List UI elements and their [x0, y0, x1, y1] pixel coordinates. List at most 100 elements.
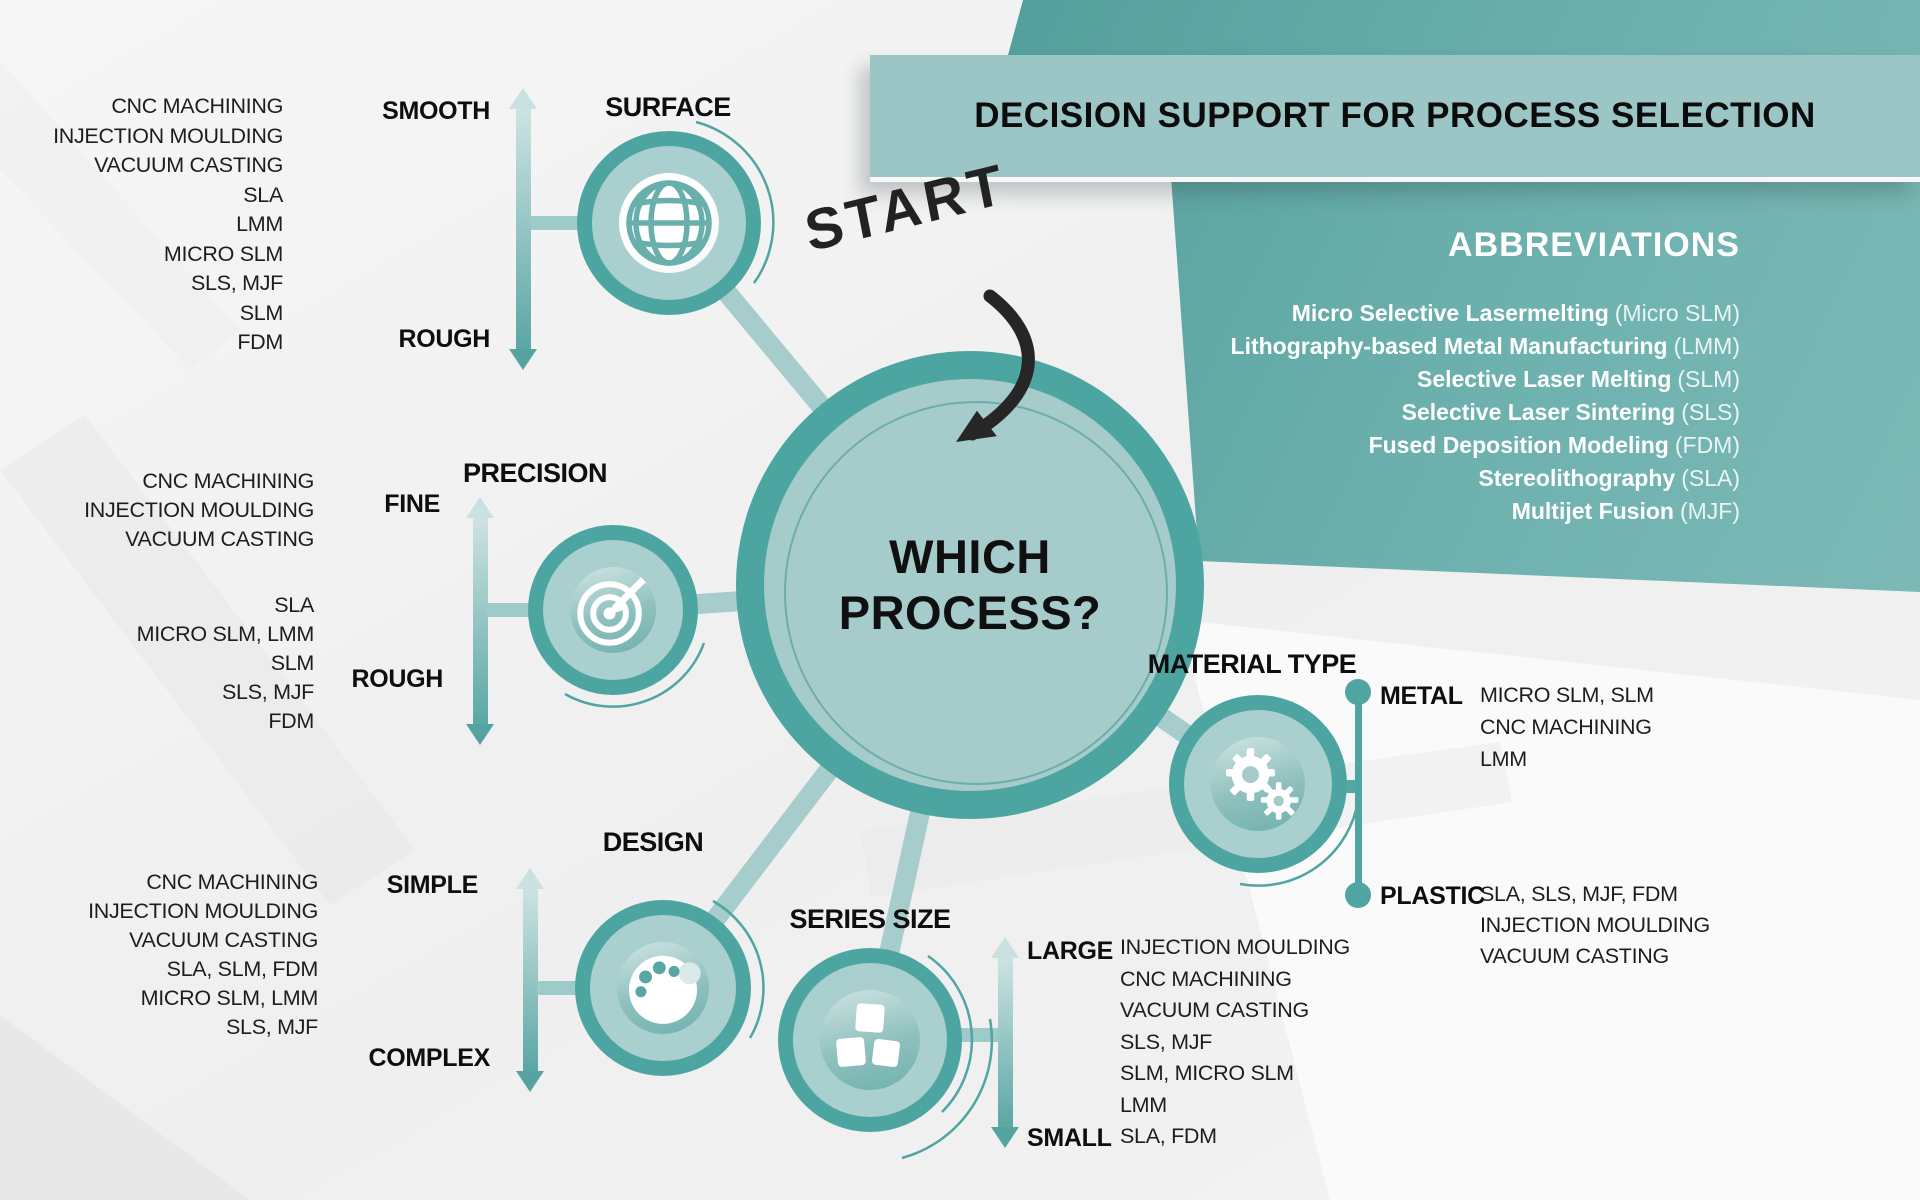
series-size-node: [778, 948, 962, 1132]
precision-arrow-connector: [487, 603, 532, 617]
list-item: SLS, MJF: [191, 271, 283, 295]
list-item: INJECTION MOULDING: [1120, 935, 1350, 959]
precision-rough-label: ROUGH: [351, 665, 443, 693]
arrow-up-icon: [991, 937, 1019, 958]
list-item: CNC MACHINING: [146, 870, 318, 894]
list-item: LMM: [1480, 747, 1527, 771]
series-scale-arrow: [990, 937, 1020, 1148]
plastic-bullet: [1345, 882, 1371, 908]
list-item: INJECTION MOULDING: [88, 899, 318, 923]
arrow-down-icon: [509, 349, 537, 370]
material-line: [1355, 692, 1362, 895]
arrow-down-icon: [516, 1071, 544, 1092]
background-shape: [0, 1015, 250, 1200]
precision-rough-list: SLA MICRO SLM, LMM SLM SLS, MJF FDM: [136, 591, 315, 736]
surface-process-list: CNC MACHINING INJECTION MOULDING VACUUM …: [53, 92, 283, 358]
list-item: SLA, SLM, FDM: [166, 957, 319, 981]
arrow-down-icon: [991, 1127, 1019, 1148]
globe-icon: [626, 180, 712, 266]
list-item: SLA, FDM: [1120, 1124, 1217, 1148]
list-item: FDM: [237, 330, 283, 354]
list-item: VACUUM CASTING: [1480, 944, 1669, 968]
surface-scale-arrow: [508, 88, 538, 370]
precision-scale-arrow: [465, 497, 495, 745]
design-process-list: CNC MACHINING INJECTION MOULDING VACUUM …: [88, 868, 318, 1042]
design-title: DESIGN: [602, 827, 704, 857]
precision-fine-label: FINE: [384, 490, 440, 518]
target-icon: [577, 567, 656, 646]
precision-title: PRECISION: [462, 458, 608, 488]
page-title: DECISION SUPPORT FOR PROCESS SELECTION: [974, 96, 1816, 135]
list-item: INJECTION MOULDING: [1480, 913, 1710, 937]
metal-bullet: [1345, 679, 1371, 705]
material-plastic-label: PLASTIC: [1380, 882, 1485, 910]
design-simple-label: SIMPLE: [386, 871, 479, 899]
list-item: MICRO SLM, LMM: [136, 622, 315, 646]
abbreviation-item: Fused Deposition Modeling(FDM): [1368, 432, 1740, 458]
list-item: INJECTION MOULDING: [84, 498, 314, 522]
series-large-label: LARGE: [1027, 937, 1114, 965]
material-type-title: MATERIAL TYPE: [1147, 649, 1357, 679]
list-item: SLM, MICRO SLM: [1120, 1061, 1294, 1085]
list-item: LMM: [236, 212, 283, 236]
material-metal-label: METAL: [1380, 682, 1463, 710]
surface-smooth-label: SMOOTH: [382, 97, 490, 125]
list-item: INJECTION MOULDING: [53, 123, 283, 148]
precision-fine-list: CNC MACHINING INJECTION MOULDING VACUUM …: [84, 467, 314, 554]
list-item: SLS, MJF: [222, 680, 314, 704]
design-scale-arrow: [515, 868, 545, 1092]
list-item: VACUUM CASTING: [125, 527, 314, 551]
list-item: CNC MACHINING: [1120, 966, 1292, 991]
list-item: SLM: [270, 651, 315, 675]
abbreviation-item: Stereolithography(SLA): [1478, 465, 1740, 491]
list-item: VACUUM CASTING: [1120, 998, 1309, 1022]
series-process-list: INJECTION MOULDING CNC MACHINING VACUUM …: [1120, 932, 1350, 1153]
plastic-process-list: SLA, SLS, MJF, FDM INJECTION MOULDING VA…: [1480, 879, 1710, 972]
list-item: VACUUM CASTING: [94, 153, 283, 177]
metal-process-list: MICRO SLM, SLM CNC MACHINING LMM: [1480, 679, 1654, 775]
series-size-title: SERIES SIZE: [789, 904, 951, 934]
list-item: SLA, SLS, MJF, FDM: [1480, 882, 1678, 906]
abbreviations-title: ABBREVIATIONS: [1448, 226, 1740, 264]
design-complex-label: COMPLEX: [368, 1044, 490, 1072]
list-item: SLA: [243, 182, 283, 207]
abbreviations-list: Micro Selective Lasermelting(Micro SLM) …: [1231, 297, 1740, 528]
cubes-icon: [836, 1003, 901, 1068]
arrow-down-icon: [466, 724, 494, 745]
surface-rough-label: ROUGH: [398, 325, 490, 353]
surface-node: [577, 131, 761, 315]
background-shape: [0, 60, 240, 370]
background-shape: [0, 415, 415, 905]
list-item: SLA: [274, 593, 314, 617]
abbreviation-item: Selective Laser Melting(SLM): [1416, 366, 1740, 392]
design-arrow-connector: [537, 981, 582, 995]
arrow-up-icon: [466, 497, 494, 518]
list-item: CNC MACHINING: [1480, 715, 1652, 739]
list-item: LMM: [1120, 1092, 1167, 1117]
header-banner: DECISION SUPPORT FOR PROCESS SELECTION: [870, 55, 1920, 182]
series-small-label: SMALL: [1027, 1124, 1112, 1152]
list-item: SLS, MJF: [226, 1015, 318, 1039]
arrow-up-icon: [509, 88, 537, 109]
list-item: SLM: [239, 300, 284, 325]
abbreviation-item: Selective Laser Sintering(SLS): [1401, 399, 1740, 425]
surface-arrow-connector: [531, 216, 581, 230]
design-node: [575, 900, 751, 1076]
list-item: MICRO SLM, LMM: [140, 986, 319, 1010]
list-item: SLS, MJF: [1120, 1029, 1212, 1054]
abbreviation-item: Multijet Fusion(MJF): [1511, 498, 1740, 524]
list-item: CNC MACHINING: [111, 94, 283, 118]
gears-icon: [1226, 748, 1299, 820]
list-item: FDM: [268, 709, 314, 733]
list-item: MICRO SLM, SLM: [1480, 683, 1654, 707]
precision-node: [528, 525, 698, 695]
list-item: VACUUM CASTING: [129, 928, 318, 952]
list-item: CNC MACHINING: [142, 469, 314, 493]
abbreviation-item: Lithography-based Metal Manufacturing(LM…: [1230, 333, 1740, 359]
center-question: WHICH PROCESS?: [838, 530, 1102, 639]
abbreviation-item: Micro Selective Lasermelting(Micro SLM): [1291, 300, 1740, 326]
palette-icon: [628, 955, 701, 1024]
arrow-up-icon: [516, 868, 544, 889]
surface-title: SURFACE: [605, 92, 731, 122]
